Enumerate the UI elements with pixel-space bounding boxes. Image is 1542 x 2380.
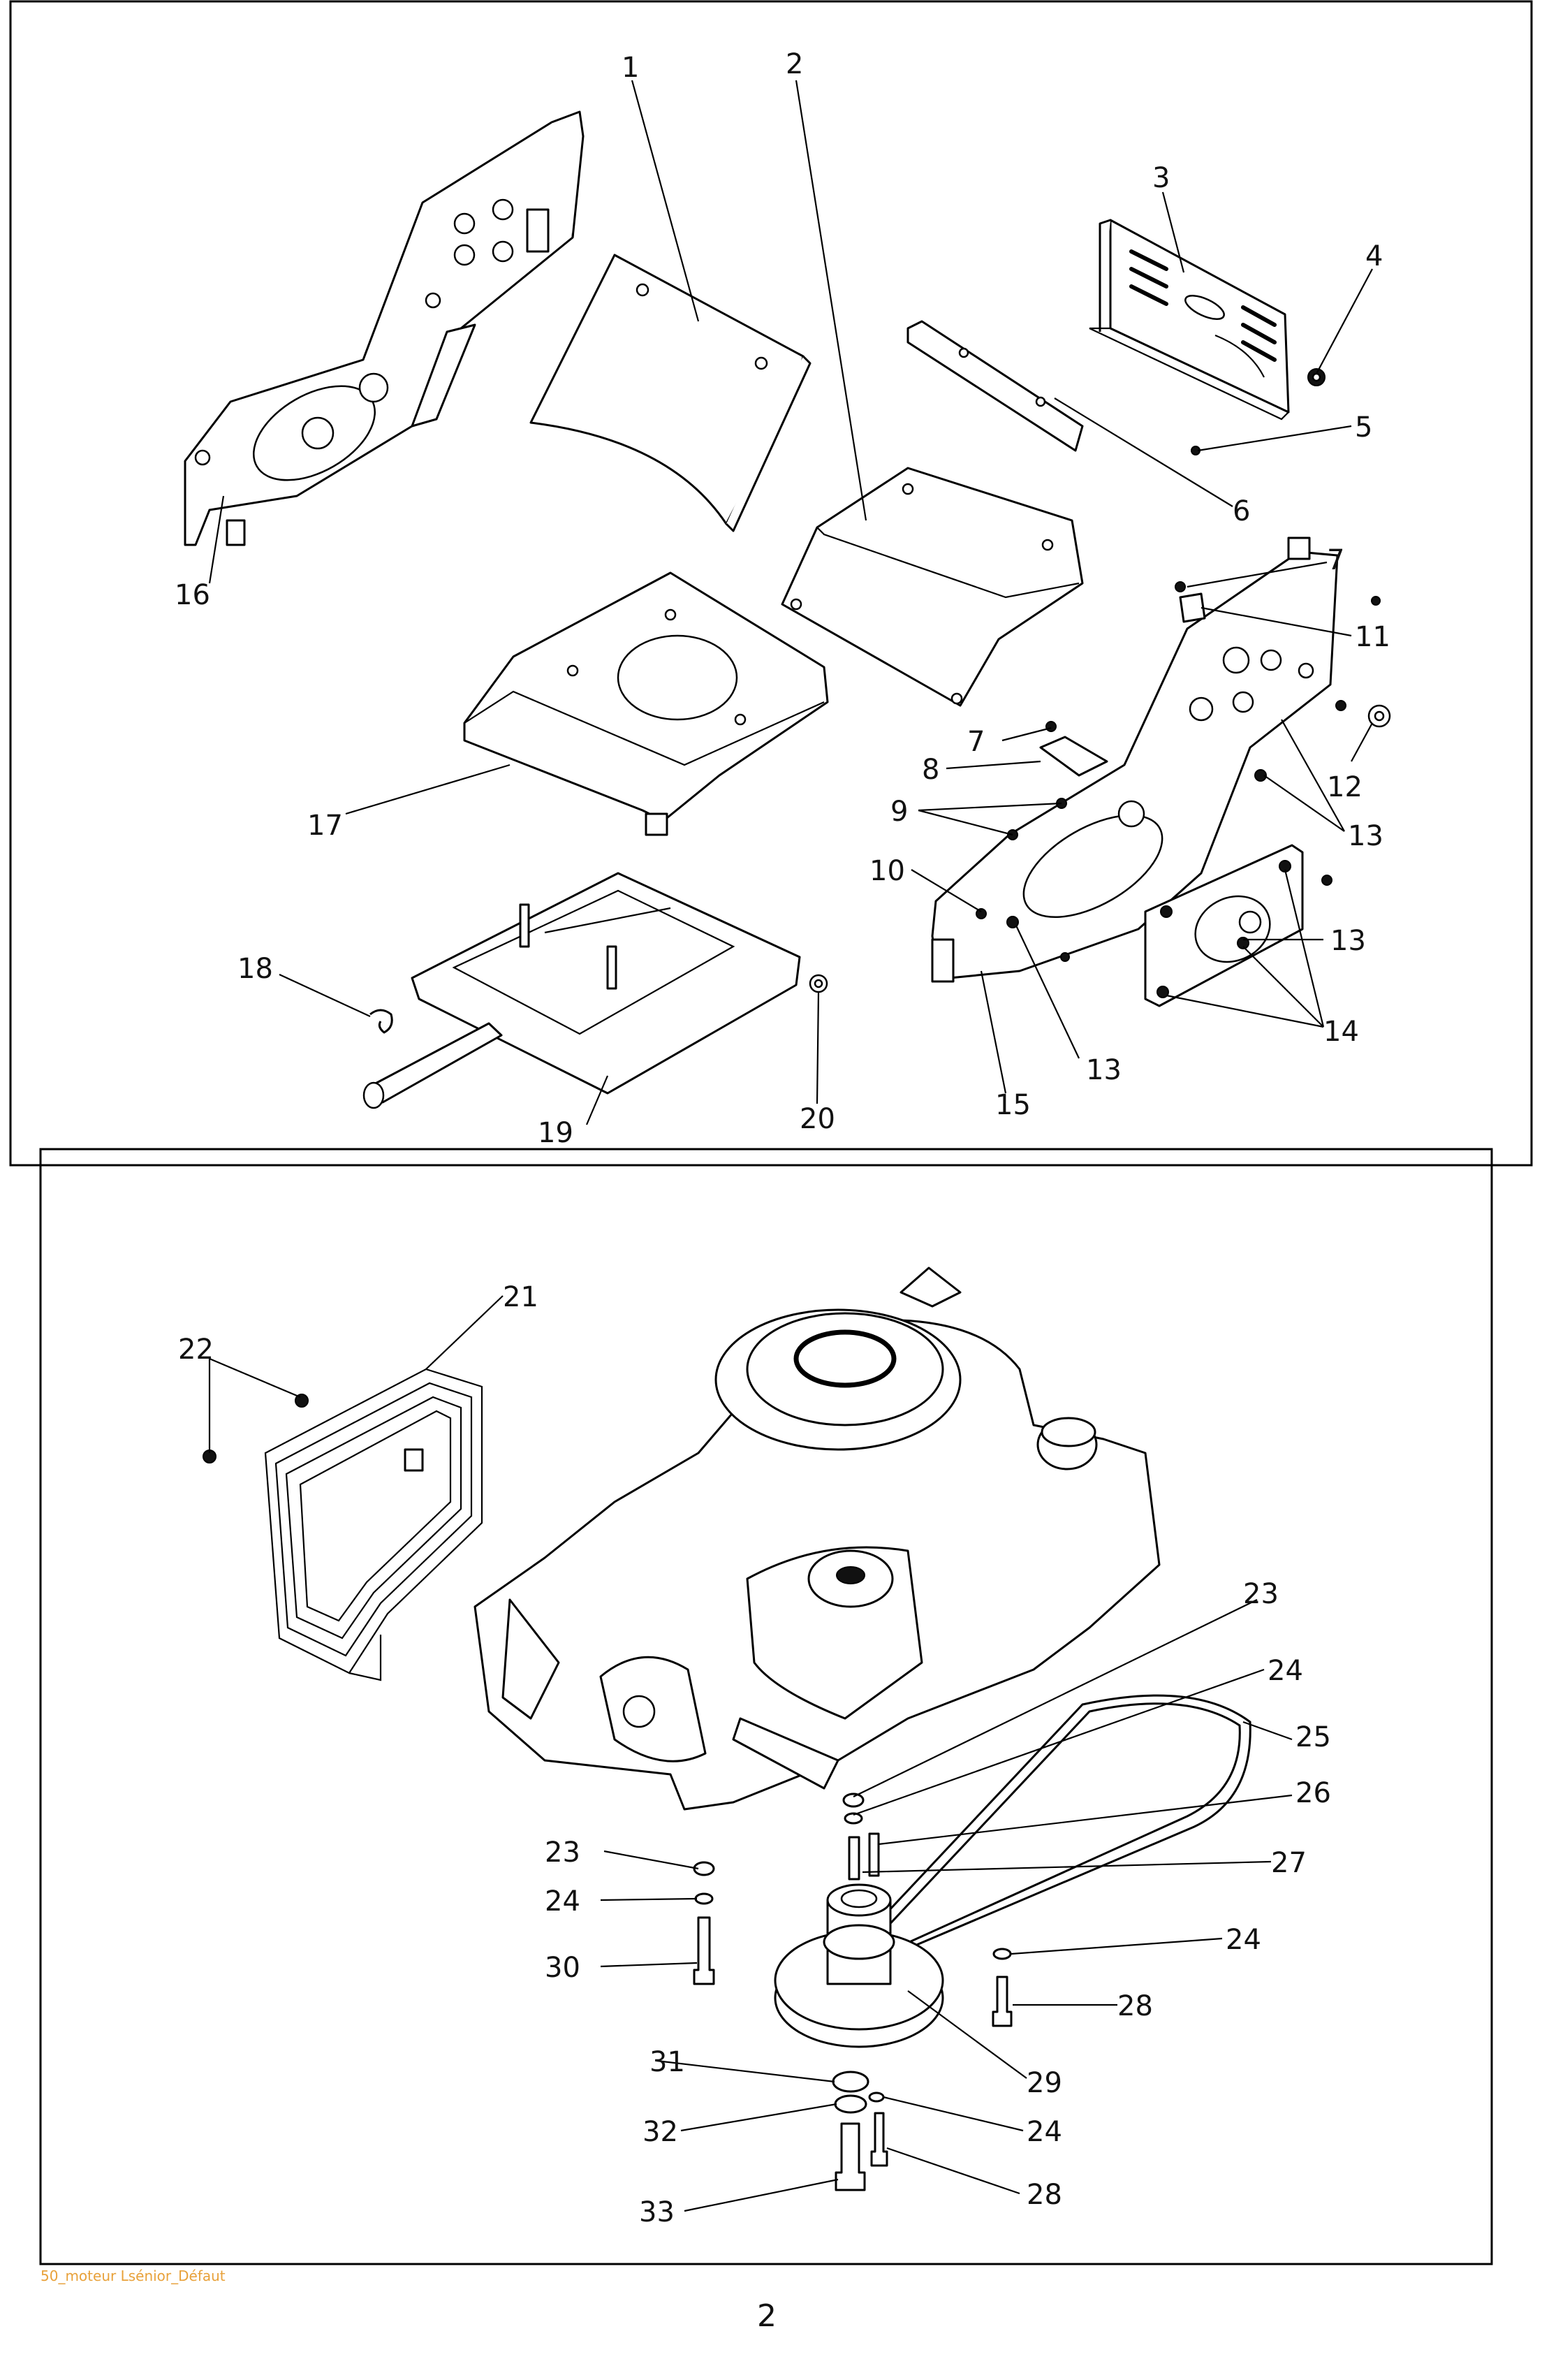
callout-21: 21 xyxy=(503,1281,538,1313)
part-30-bolt xyxy=(693,1916,715,1985)
callout-24-c: 24 xyxy=(1226,1924,1261,1956)
callout-24-a: 24 xyxy=(1268,1655,1303,1687)
part-26-bolt xyxy=(868,1832,880,1877)
part-24-washer-bottom xyxy=(868,2091,885,2103)
callout-29: 29 xyxy=(1027,2067,1062,2099)
callout-15: 15 xyxy=(995,1089,1031,1121)
part-19-handle-tray xyxy=(362,872,801,1109)
part-13-bolt-b xyxy=(1006,916,1019,928)
bottom-panel-parts xyxy=(203,1266,1251,2191)
callout-1: 1 xyxy=(622,52,639,84)
part-7-nut-top xyxy=(1175,581,1186,592)
callout-18: 18 xyxy=(237,953,273,985)
top-panel-parts xyxy=(184,110,1391,1109)
callout-17: 17 xyxy=(307,810,343,842)
callout-10: 10 xyxy=(869,855,905,887)
callout-13-a: 13 xyxy=(1348,820,1383,852)
callout-2: 2 xyxy=(786,48,803,80)
callout-25: 25 xyxy=(1295,1721,1331,1753)
callout-28-upper: 28 xyxy=(1117,1990,1153,2022)
part-29-pulley xyxy=(774,1883,944,2048)
callout-16: 16 xyxy=(175,579,210,611)
top-panel-frame xyxy=(9,0,1533,1167)
callout-13-b: 14 xyxy=(1323,1016,1359,1048)
engine-assembly xyxy=(473,1266,1161,1811)
callout-9: 9 xyxy=(890,796,908,828)
callout-27: 27 xyxy=(1271,1847,1307,1879)
part-21-wire-guard xyxy=(264,1368,483,1681)
callout-6: 6 xyxy=(1233,495,1250,527)
callout-5: 5 xyxy=(1355,411,1372,444)
callout-31: 31 xyxy=(649,2046,685,2078)
part-2-tray-plate xyxy=(781,467,1084,707)
part-14-mounting-plate xyxy=(1144,844,1304,1007)
part-8-clip xyxy=(1039,736,1108,777)
part-3-slotted-plate xyxy=(1089,219,1290,421)
callout-3: 3 xyxy=(1152,162,1170,194)
callout-12: 12 xyxy=(1327,771,1363,803)
page-number: 2 xyxy=(757,2298,777,2334)
callout-33: 33 xyxy=(639,2196,675,2228)
part-28-bolt-upper xyxy=(992,1976,1013,2027)
part-13-bolt-a xyxy=(1254,769,1267,782)
part-15-right-side-plate xyxy=(931,536,1339,983)
callout-20: 20 xyxy=(800,1103,835,1135)
part-1-curved-cover xyxy=(529,254,812,532)
callout-14: 13 xyxy=(1330,925,1366,957)
callout-7-mid: 7 xyxy=(967,726,985,758)
part-28-bolt-lower xyxy=(870,2112,888,2167)
part-24-washer-right xyxy=(844,1812,863,1825)
part-24-washer-far xyxy=(992,1948,1012,1960)
footer-note: 50_moteur Lsénior_Défaut xyxy=(41,2268,226,2284)
part-16-left-side-plate xyxy=(184,110,585,546)
part-22-screw-a xyxy=(295,1394,309,1408)
callout-26: 26 xyxy=(1295,1777,1331,1809)
part-32-washer xyxy=(834,2094,867,2114)
callout-23-left: 23 xyxy=(545,1837,580,1869)
part-7-nut-mid xyxy=(1045,721,1057,732)
callout-32: 32 xyxy=(642,2116,678,2148)
part-23-nut-right xyxy=(842,1793,865,1808)
callout-24-d: 24 xyxy=(1027,2116,1062,2148)
part-27-bolt xyxy=(848,1836,860,1881)
callout-19: 19 xyxy=(538,1117,573,1149)
callout-22: 22 xyxy=(178,1334,214,1366)
callout-13-c: 13 xyxy=(1086,1054,1122,1086)
bottom-panel-frame xyxy=(39,1148,1493,2265)
callout-4: 4 xyxy=(1365,240,1383,272)
callout-30: 30 xyxy=(545,1952,580,1984)
part-10-screw xyxy=(976,908,987,919)
part-17-engine-deck xyxy=(463,571,829,836)
part-11-bracket xyxy=(1179,592,1206,623)
callout-11: 11 xyxy=(1355,621,1390,653)
callout-7-top: 7 xyxy=(1327,544,1344,576)
part-18-clip xyxy=(369,1009,393,1034)
part-33-bolt xyxy=(835,2122,866,2191)
part-31-nut xyxy=(832,2071,869,2093)
part-6-bar xyxy=(906,320,1084,452)
part-25-belt xyxy=(865,1694,1251,1957)
leader-lines xyxy=(208,80,1373,2212)
callout-23-right: 23 xyxy=(1243,1578,1279,1610)
callout-28-lower: 28 xyxy=(1027,2179,1062,2211)
callout-8: 8 xyxy=(922,754,939,786)
callout-labels: 1 2 3 4 5 6 7 11 7 8 9 10 12 13 13 14 13… xyxy=(175,48,1390,2228)
callout-24-b: 24 xyxy=(545,1885,580,1918)
part-24-washer-left xyxy=(694,1892,714,1905)
